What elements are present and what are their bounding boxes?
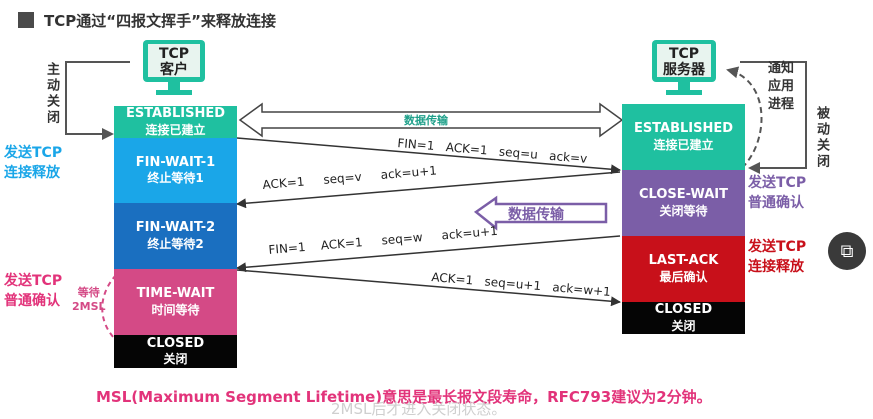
server-label-2: 服务器: [663, 61, 706, 78]
client-send-ack-label: 发送TCP 普通确认: [4, 273, 63, 309]
server-monitor-icon: [652, 40, 716, 95]
picture-in-picture-icon: ⧉: [840, 240, 854, 262]
active-close-arrow: [65, 61, 130, 140]
segment-arrow-4: [236, 269, 621, 307]
passive-close-arrow: [740, 61, 807, 174]
video-subtitle: 2MSL后才进入关闭状态。: [331, 400, 507, 418]
segment-arrow-2: [236, 171, 621, 209]
active-close-label: 主动关闭: [44, 62, 59, 126]
wait-2msl-label: 等待 2MSL: [72, 286, 106, 314]
client-label-1: TCP: [159, 46, 189, 62]
client-label-2: 客户: [159, 61, 188, 78]
footer-note: MSL(Maximum Segment Lifetime)意思是最长报文段寿命，…: [96, 388, 712, 406]
segment-arrow-1: [236, 137, 621, 175]
title-square-icon: [18, 12, 34, 28]
notify-app-label: 通知应用进程: [768, 61, 795, 113]
client-send-release-label: 发送TCP 连接释放: [4, 145, 63, 181]
page-title: TCP通过“四报文挥手”来释放连接: [44, 12, 276, 30]
data-transfer-big-label: 数据传输: [508, 207, 564, 223]
server-send-release-label: 发送TCP 连接释放: [748, 239, 807, 275]
notify-app-arrow: [726, 66, 763, 169]
data-transfer-big-arrow: [473, 195, 608, 231]
server-send-ack-label: 发送TCP 普通确认: [748, 175, 807, 211]
data-transfer-label: 数据传输: [404, 114, 448, 127]
segment-arrow-3: [236, 235, 621, 273]
server-label-1: TCP: [669, 46, 699, 62]
floating-window-button[interactable]: ⧉: [828, 232, 866, 270]
client-monitor-icon: [143, 40, 205, 95]
passive-close-label: 被动关闭: [814, 106, 829, 170]
